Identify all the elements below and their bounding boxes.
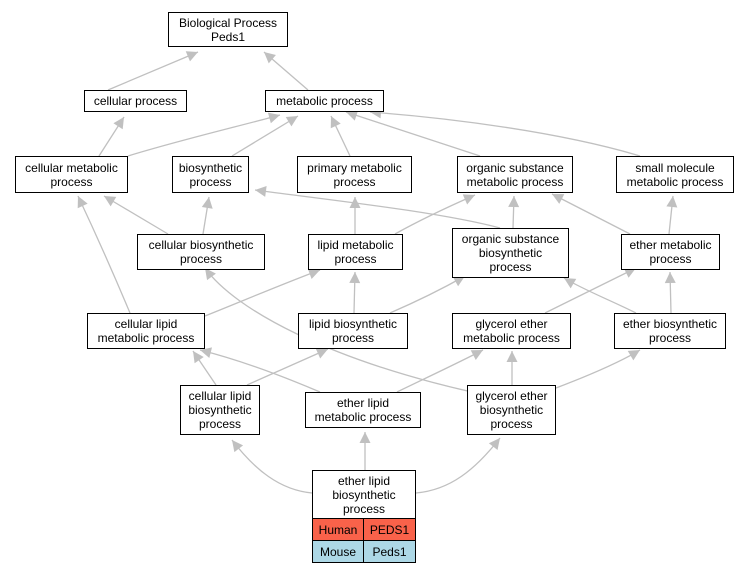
edge-cmp-cp-arrowhead (113, 117, 124, 130)
node-biological-process[interactable]: Biological Process Peds1 (168, 12, 288, 47)
edge-gebp-gemp-arrowhead (506, 351, 518, 362)
node-glycerol-ether-metabolic-process[interactable]: glycerol ether metabolic process (452, 313, 571, 349)
edge-gebp-cbp (204, 267, 473, 393)
edge-ebp-emp-arrowhead (664, 272, 676, 284)
node-metabolic-process[interactable]: metabolic process (265, 90, 384, 112)
edge-gemp-emp (544, 267, 637, 314)
edge-clmp-lmp (204, 269, 321, 317)
edge-emp-osmp-arrowhead (552, 194, 565, 204)
edge-osbp-bio (254, 189, 501, 229)
edge-elmp-clmp (199, 349, 321, 393)
edge-cbp-bio-arrowhead (201, 197, 213, 209)
node-biosynthetic-process[interactable]: biosynthetic process (172, 156, 249, 193)
edge-bio-mp-arrowhead (285, 116, 298, 127)
edge-elbp-gebp (415, 437, 501, 494)
ortholog-human-gene: PEDS1 (363, 518, 416, 541)
edge-elmp-gemp-arrowhead (470, 350, 483, 360)
edge-ebp-osbp (563, 277, 637, 314)
edge-clbp-clmp-arrowhead (193, 351, 204, 364)
edge-elbp-gebp-arrowhead (488, 438, 500, 451)
node-ether-lipid-biosynthetic-process[interactable]: ether lipid biosynthetic process (312, 470, 416, 519)
ortholog-mouse-species: Mouse (312, 540, 364, 563)
node-organic-substance-metabolic-process[interactable]: organic substance metabolic process (457, 156, 573, 193)
ortholog-mouse-gene: Peds1 (363, 540, 416, 563)
edge-gebp-ebp (555, 349, 641, 389)
edge-clmp-lmp-arrowhead (307, 268, 320, 279)
node-cellular-lipid-biosynthetic-process[interactable]: cellular lipid biosynthetic process (180, 385, 260, 435)
edge-osmp-mp-arrowhead (346, 110, 359, 121)
edge-lbp-osbp-arrowhead (452, 276, 465, 287)
node-cellular-biosynthetic-process[interactable]: cellular biosynthetic process (137, 234, 265, 270)
edge-mp-bp-arrowhead (264, 52, 276, 64)
node-organic-substance-biosynthetic-process[interactable]: organic substance biosynthetic process (452, 228, 569, 278)
edge-cp-bp (107, 51, 199, 91)
node-ether-metabolic-process[interactable]: ether metabolic process (621, 234, 720, 270)
edge-elbp-clbp (231, 439, 313, 494)
node-primary-metabolic-process[interactable]: primary metabolic process (297, 156, 412, 193)
node-small-molecule-metabolic-process[interactable]: small molecule metabolic process (616, 156, 734, 193)
edge-gebp-ebp-arrowhead (627, 350, 640, 361)
edge-osmp-mp (345, 111, 481, 157)
edge-clmp-cmp-arrowhead (77, 196, 88, 209)
edge-bio-mp (231, 115, 299, 157)
node-cellular-metabolic-process[interactable]: cellular metabolic process (15, 156, 128, 193)
edge-cmp-mp-arrowhead (267, 112, 280, 124)
edge-osbp-bio-arrowhead (255, 185, 267, 197)
edge-lbp-lmp-arrowhead (349, 272, 361, 284)
edge-lbp-osbp (389, 275, 466, 314)
edge-clmp-cmp (77, 195, 131, 314)
edge-cbp-cmp-arrowhead (104, 196, 117, 207)
node-cellular-process[interactable]: cellular process (84, 90, 187, 112)
edge-gemp-emp-arrowhead (623, 267, 636, 278)
node-cellular-lipid-metabolic-process[interactable]: cellular lipid metabolic process (87, 313, 205, 349)
edge-emp-smmp-arrowhead (666, 196, 678, 208)
edge-osbp-osmp-arrowhead (508, 196, 520, 208)
edge-gebp-cbp-arrowhead (205, 268, 216, 281)
edge-clbp-lbp-arrowhead (315, 348, 328, 359)
node-lipid-metabolic-process[interactable]: lipid metabolic process (308, 234, 403, 270)
edge-smmp-mp (369, 111, 641, 157)
node-lipid-biosynthetic-process[interactable]: lipid biosynthetic process (298, 313, 408, 349)
edge-elmp-clmp-arrowhead (200, 347, 213, 359)
edge-ebp-osbp-arrowhead (564, 278, 577, 289)
edge-emp-osmp (551, 193, 631, 235)
node-ether-lipid-metabolic-process[interactable]: ether lipid metabolic process (305, 392, 421, 428)
node-glycerol-ether-biosynthetic-process[interactable]: glycerol ether biosynthetic process (467, 385, 556, 435)
edge-elbp-elmp-arrowhead (359, 432, 371, 443)
ortholog-human-species: Human (312, 518, 364, 541)
edge-clbp-lbp (246, 348, 329, 386)
node-ether-biosynthetic-process[interactable]: ether biosynthetic process (614, 313, 726, 349)
edge-cp-bp-arrowhead (185, 51, 198, 62)
edge-elbp-clbp-arrowhead (232, 440, 244, 453)
edge-pmp-mp-arrowhead (330, 116, 341, 129)
edge-lmp-osmp-arrowhead (462, 194, 475, 205)
edge-cbp-cmp (103, 195, 169, 235)
edge-cmp-mp (127, 114, 281, 157)
